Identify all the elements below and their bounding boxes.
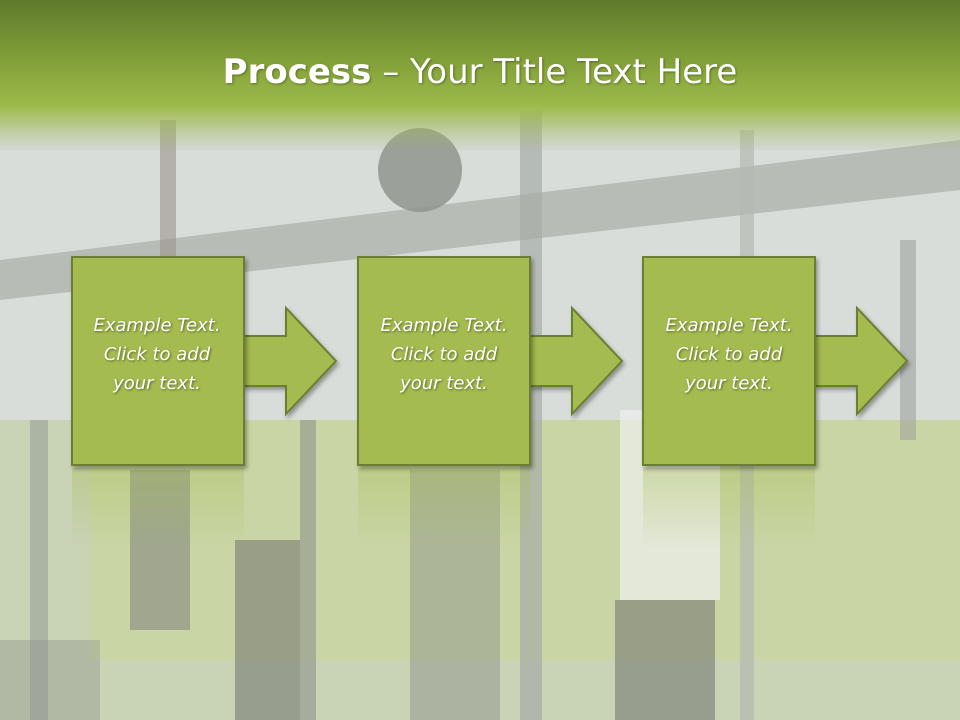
step-3-text[interactable]: Example Text. Click to add your text. xyxy=(644,311,814,398)
step-1-reflection xyxy=(72,468,244,548)
step-text-line: Click to add xyxy=(390,344,498,365)
arrow-right-icon[interactable] xyxy=(814,305,909,417)
step-text-line: your text. xyxy=(113,373,201,394)
title-strong: Process xyxy=(222,52,372,92)
step-2-box[interactable] xyxy=(357,256,531,466)
step-3-reflection xyxy=(643,468,815,548)
arrow-right-icon[interactable] xyxy=(529,305,624,417)
arrow-right-icon[interactable] xyxy=(243,305,338,417)
step-text-line: Example Text. xyxy=(665,315,793,336)
title-dash: – xyxy=(371,52,411,92)
step-2-reflection xyxy=(358,468,530,548)
step-text-line: your text. xyxy=(400,373,488,394)
step-2-text[interactable]: Example Text. Click to add your text. xyxy=(359,311,529,398)
step-text-line: Click to add xyxy=(103,344,211,365)
step-3-box[interactable] xyxy=(642,256,816,466)
slide-title[interactable]: Process – Your Title Text Here xyxy=(0,52,960,92)
step-1-box[interactable] xyxy=(71,256,245,466)
step-text-line: Click to add xyxy=(675,344,783,365)
step-text-line: your text. xyxy=(685,373,773,394)
step-text-line: Example Text. xyxy=(380,315,508,336)
step-text-line: Example Text. xyxy=(93,315,221,336)
title-bar xyxy=(0,0,960,150)
title-rest: Your Title Text Here xyxy=(410,52,738,92)
step-1-text[interactable]: Example Text. Click to add your text. xyxy=(72,311,242,398)
